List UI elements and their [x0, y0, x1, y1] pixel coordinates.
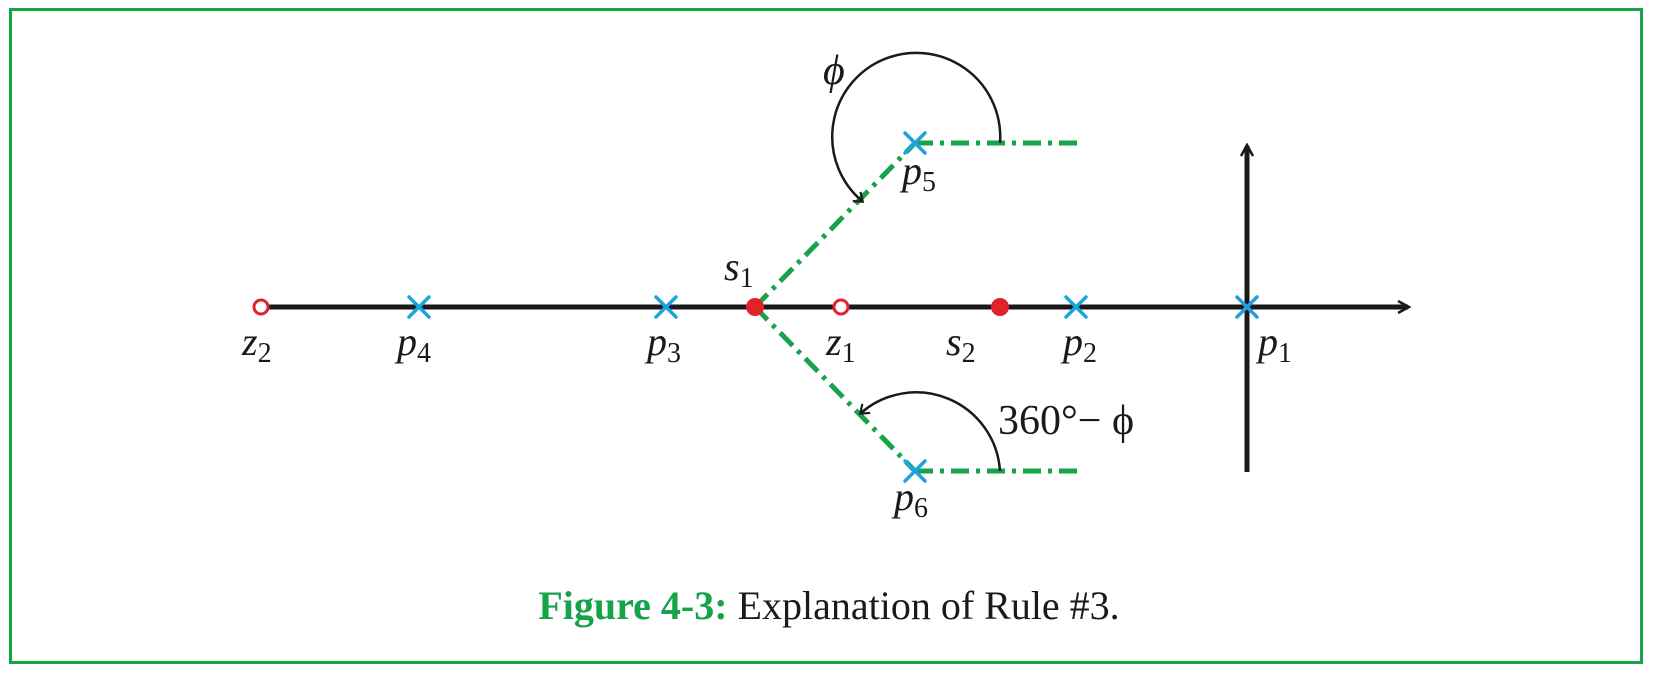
- figure-caption-text: Explanation of Rule #3.: [727, 583, 1120, 628]
- pole-p6-marker: [903, 459, 927, 483]
- angle-arc-upper: [831, 51, 1002, 203]
- angle-label-lower: 360°− ϕ: [998, 398, 1134, 444]
- zero-z1-marker: [832, 298, 850, 316]
- pole-p2-marker: [1064, 295, 1088, 319]
- zero-z2-marker: [252, 298, 270, 316]
- label-s1: s1: [724, 244, 754, 294]
- angle-label-upper: ϕ: [823, 48, 845, 94]
- line-s1-to-p5: [753, 141, 917, 309]
- label-p2: p2: [1060, 319, 1097, 369]
- figure-label: Figure 4-3:: [538, 583, 728, 628]
- figure-caption: Figure 4-3: Explanation of Rule #3.: [0, 582, 1658, 629]
- test-point-s1-marker: [746, 298, 764, 316]
- label-z2: z2: [241, 319, 272, 369]
- pole-p4-marker: [407, 295, 431, 319]
- label-p1: p1: [1255, 319, 1292, 369]
- angle-arc-lower: [858, 391, 1002, 472]
- label-p3: p3: [644, 319, 681, 369]
- line-s1-to-p6: [753, 305, 917, 473]
- figure-frame: [9, 8, 1643, 664]
- pole-p1-marker: [1235, 295, 1259, 319]
- pole-p5-marker: [903, 131, 927, 155]
- label-p4: p4: [394, 319, 431, 369]
- label-p5: p5: [899, 148, 936, 198]
- test-point-s2-marker: [991, 298, 1009, 316]
- label-s2: s2: [946, 319, 976, 369]
- label-z1: z1: [825, 319, 856, 369]
- pole-p3-marker: [654, 295, 678, 319]
- label-p6: p6: [891, 474, 928, 524]
